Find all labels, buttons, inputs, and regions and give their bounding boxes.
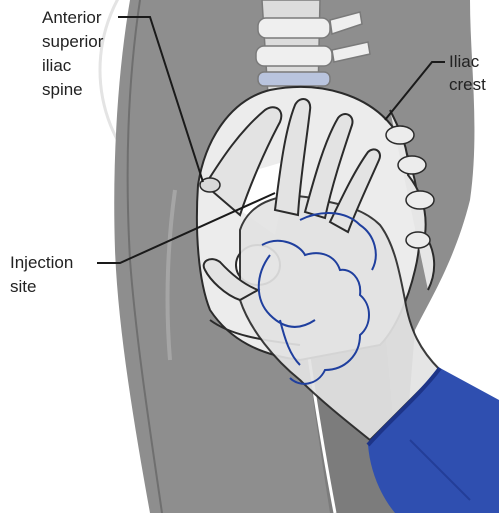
label-asis-line3: iliac: [42, 56, 72, 75]
label-asis-line1: Anterior: [42, 8, 102, 27]
label-crest-line1: Iliac: [449, 52, 480, 71]
label-asis-line2: superior: [42, 32, 104, 51]
label-injection-line2: site: [10, 277, 36, 296]
label-injection-line1: Injection: [10, 253, 73, 272]
label-asis-line4: spine: [42, 80, 83, 99]
label-crest-line2: crest: [449, 75, 486, 94]
label-asis: Anterior superior iliac spine: [42, 8, 104, 99]
label-injection-site: Injection site: [10, 253, 73, 296]
